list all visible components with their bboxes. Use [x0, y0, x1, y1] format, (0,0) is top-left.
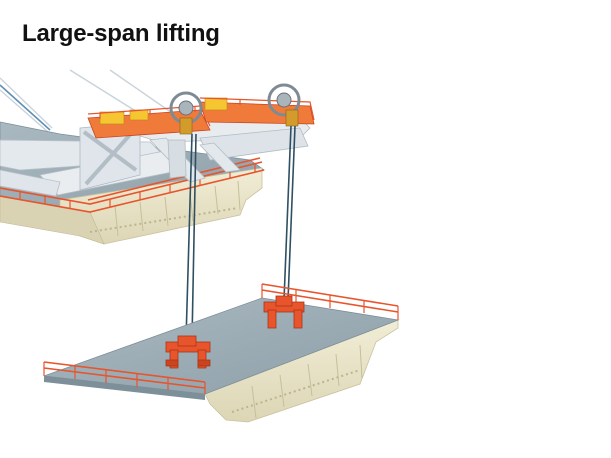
- strand-jack-right: [267, 83, 301, 127]
- lifting-anchor-rear: [263, 295, 305, 329]
- winch-platform-right: [199, 97, 315, 125]
- winch-platform-left: [87, 105, 211, 139]
- lifted-deck-segment: [43, 283, 400, 423]
- strand-jack-left: [169, 91, 203, 135]
- page-title: Large-span lifting: [22, 20, 220, 47]
- lifting-cables: [185, 125, 296, 341]
- lifting-gantry-truss: [0, 117, 311, 197]
- lifting-anchor-front: [165, 335, 211, 369]
